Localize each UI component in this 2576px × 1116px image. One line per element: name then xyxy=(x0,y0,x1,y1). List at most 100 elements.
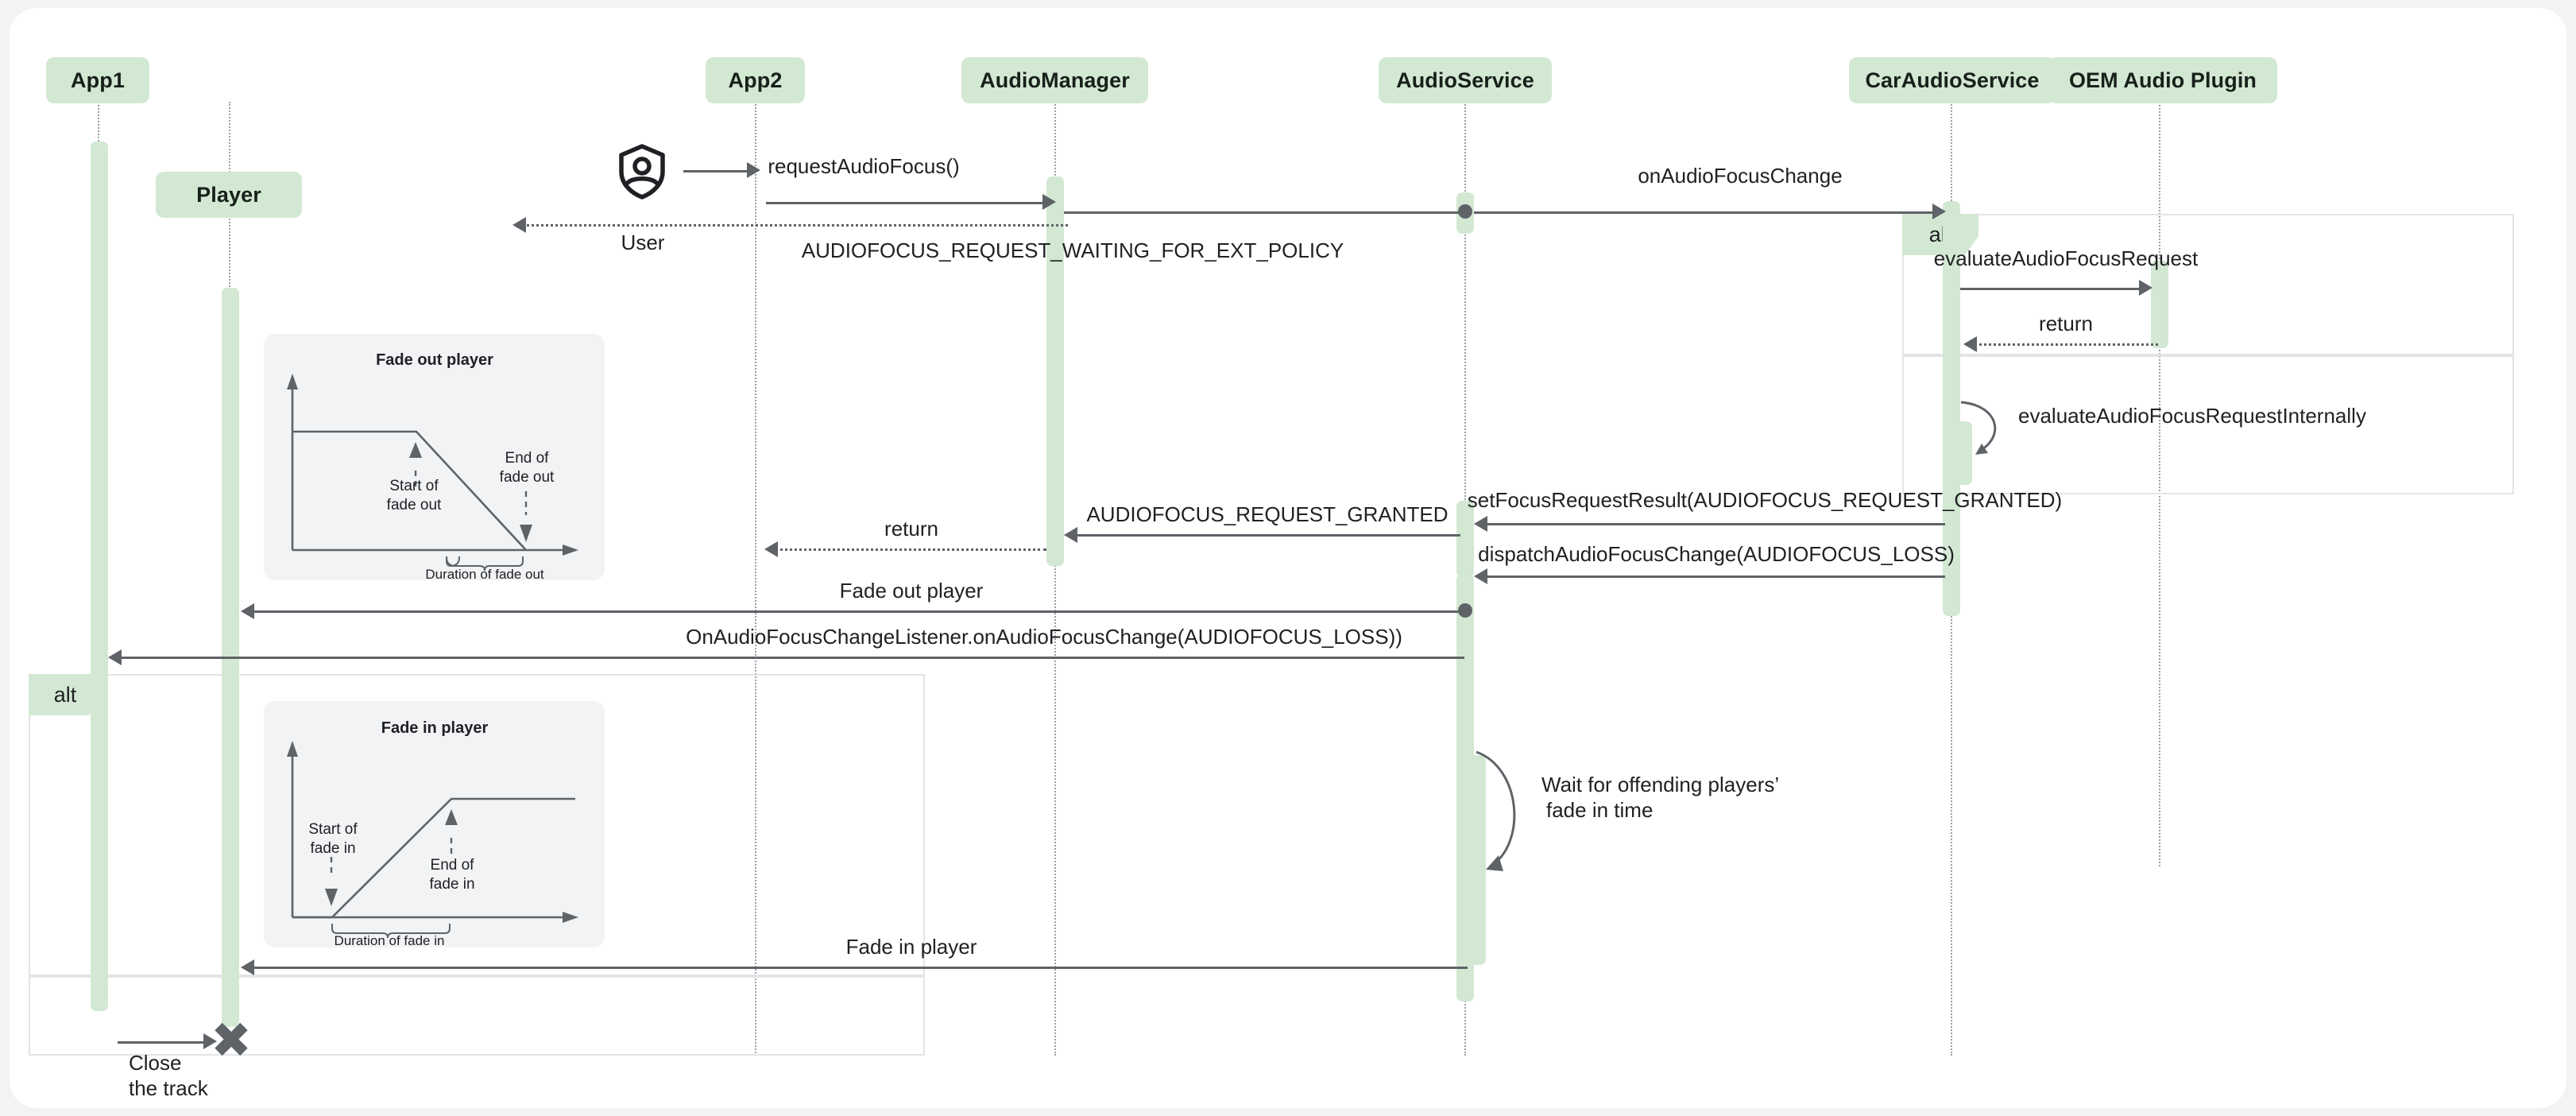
participant-label: AudioManager xyxy=(980,68,1130,92)
message-label-m17-line2: the track xyxy=(129,1075,208,1100)
participant-audiomanager[interactable]: AudioManager xyxy=(961,57,1148,103)
activation-caraudioservice-self xyxy=(1955,421,1972,485)
diagram-sheet: alt alt App1 Player App2 AudioManager Au… xyxy=(10,8,2566,1108)
fade-out-end-line1: End of xyxy=(505,450,549,467)
alt-fragment-right-lower xyxy=(1902,355,2514,494)
activation-oemplugin xyxy=(2151,261,2168,348)
message-label-m15-line2: fade in time xyxy=(1546,797,1654,822)
message-label-m13: Fade out player xyxy=(839,579,984,603)
participant-caraudioservice[interactable]: CarAudioService xyxy=(1849,57,2056,103)
message-label-m3: onAudioFocusChange xyxy=(1638,164,1843,188)
participant-oemplugin[interactable]: OEM Audio Plugin xyxy=(2048,57,2277,103)
lifeline-app2 xyxy=(755,64,756,1056)
activation-caraudioservice xyxy=(1943,201,1960,616)
fade-in-end-line2: fade in xyxy=(429,875,475,893)
fade-out-start-line1: Start of xyxy=(389,478,439,494)
lifeline-oemplugin xyxy=(2159,64,2160,866)
self-message-arc-m8 xyxy=(1960,401,1997,455)
message-arrow-m6 xyxy=(2139,280,2152,296)
participant-label: AudioService xyxy=(1396,68,1534,92)
message-label-m16: Fade in player xyxy=(845,935,977,959)
message-label-m9: setFocusRequestResult(AUDIOFOCUS_REQUEST… xyxy=(1467,488,2063,512)
message-arrow-m5 xyxy=(512,217,526,233)
message-label-m8: evaluateAudioFocusRequestInternally xyxy=(2018,404,2366,428)
message-arrow-m4 xyxy=(1932,203,1946,219)
message-arrow-m12 xyxy=(764,541,778,557)
message-line-m16 xyxy=(250,967,1468,969)
fade-in-note xyxy=(264,701,605,947)
message-arrow-m16 xyxy=(241,959,254,975)
fade-out-note-title: Fade out player xyxy=(376,351,493,369)
participant-label: App1 xyxy=(71,68,125,92)
fade-out-start-label: Start of fade out xyxy=(387,477,442,515)
activation-audioservice-2 xyxy=(1456,501,1474,577)
fade-in-duration-label: Duration of fade in xyxy=(334,933,445,948)
message-arrow-m17 xyxy=(203,1033,217,1049)
message-arrow-m11 xyxy=(1474,568,1487,584)
fade-out-end-line2: fade out xyxy=(499,468,555,486)
alt-fragment-right xyxy=(1902,214,2514,355)
message-label-m5: AUDIOFOCUS_REQUEST_WAITING_FOR_EXT_POLIC… xyxy=(801,238,1344,262)
message-label-m14: OnAudioFocusChangeListener.onAudioFocusC… xyxy=(686,625,1402,649)
message-line-m9 xyxy=(1484,523,1945,525)
shield-person-icon xyxy=(619,144,665,200)
message-line-m11 xyxy=(1484,575,1945,578)
participant-label: Player xyxy=(196,182,261,207)
message-line-m3 xyxy=(1064,211,1461,214)
message-arrow-m14 xyxy=(108,649,122,665)
activation-audiomanager xyxy=(1046,176,1064,566)
user-actor[interactable] xyxy=(617,143,667,200)
fade-out-chart xyxy=(287,374,578,572)
message-line-m10 xyxy=(1074,534,1460,537)
participant-player[interactable]: Player xyxy=(156,172,302,218)
message-line-m17 xyxy=(118,1041,206,1044)
message-arrow-m1 xyxy=(747,162,760,178)
fade-in-note-title: Fade in player xyxy=(381,719,489,737)
message-line-m2 xyxy=(766,202,1044,204)
fade-out-start-line2: fade out xyxy=(386,496,442,513)
message-line-m4 xyxy=(1474,211,1943,214)
activation-app1 xyxy=(91,141,108,1011)
fade-in-end-label: End of fade in xyxy=(429,856,474,894)
message-label-m7: return xyxy=(2039,312,2093,335)
fade-in-start-line2: fade in xyxy=(310,839,356,857)
message-line-m13 xyxy=(250,610,1464,613)
fade-in-end-line1: End of xyxy=(430,857,474,874)
fade-out-end-label: End of fade out xyxy=(500,449,555,487)
message-label-m17-line1: Close xyxy=(129,1051,182,1075)
participant-label: App2 xyxy=(728,68,783,92)
message-ball-m13 xyxy=(1458,603,1472,618)
destroy-marker-icon: ✖ xyxy=(211,1013,252,1068)
message-ball-m3 xyxy=(1458,204,1472,219)
message-label-m1: requestAudioFocus() xyxy=(768,154,960,178)
message-arrow-m13 xyxy=(241,603,254,619)
user-actor-label: User xyxy=(621,231,665,254)
fade-out-note xyxy=(264,334,605,580)
fade-in-chart xyxy=(287,741,578,939)
participant-audioservice[interactable]: AudioService xyxy=(1379,57,1552,103)
message-line-m7 xyxy=(1974,343,2158,346)
message-label-m10: AUDIOFOCUS_REQUEST_GRANTED xyxy=(1086,502,1449,526)
alt-fragment-left-lower xyxy=(29,976,925,1056)
message-line-m1 xyxy=(683,170,748,172)
activation-audioservice-self xyxy=(1468,755,1486,965)
message-arrow-m2 xyxy=(1042,194,1056,210)
message-line-m6 xyxy=(1960,288,2145,290)
message-line-m5-dot xyxy=(523,224,1068,227)
participant-app2[interactable]: App2 xyxy=(706,57,805,103)
message-label-m15: Wait for offending players’ fade in time xyxy=(1541,773,1779,823)
participant-label: CarAudioService xyxy=(1865,68,2040,92)
message-line-m14 xyxy=(118,657,1464,659)
message-label-m11: dispatchAudioFocusChange(AUDIOFOCUS_LOSS… xyxy=(1478,542,1955,566)
fade-in-start-line1: Start of xyxy=(308,821,358,838)
message-label-m17: Close the track xyxy=(129,1051,208,1101)
participant-app1[interactable]: App1 xyxy=(46,57,149,103)
participant-label: OEM Audio Plugin xyxy=(2068,68,2257,92)
self-message-arc-m15 xyxy=(1476,750,1516,871)
message-line-m12 xyxy=(775,548,1046,551)
fade-out-duration-label: Duration of fade out xyxy=(425,567,544,582)
fade-in-start-label: Start of fade in xyxy=(308,820,357,858)
alt-fragment-left-label: alt xyxy=(29,674,102,715)
message-label-m15-line1: Wait for offending players’ xyxy=(1541,773,1780,796)
